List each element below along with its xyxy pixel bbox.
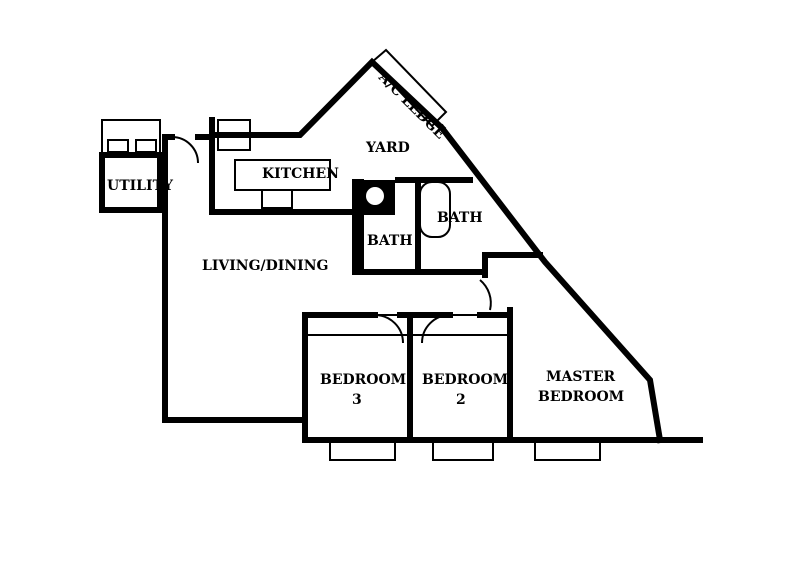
washer-icon bbox=[101, 119, 161, 156]
stove-icon bbox=[261, 189, 293, 209]
ac-ledge bbox=[370, 48, 448, 128]
label-yard: YARD bbox=[365, 140, 410, 156]
label-bath: BATH bbox=[367, 233, 413, 249]
door-swing bbox=[374, 314, 404, 344]
label-master-bedroom: BEDROOM bbox=[538, 389, 624, 405]
label-living-dining: LIVING/DINING bbox=[202, 258, 328, 274]
label-bedroom-3: BEDROOM bbox=[320, 372, 406, 388]
label-master: MASTER bbox=[546, 369, 616, 385]
room-labels: UTILITY KITCHEN YARD A/C LEDGE BATH BATH… bbox=[107, 69, 624, 408]
wardrobe bbox=[409, 314, 511, 336]
window bbox=[534, 439, 601, 461]
sink-icon bbox=[217, 119, 251, 151]
living-walls bbox=[162, 137, 308, 423]
door-swing bbox=[171, 136, 199, 164]
label-bedroom-2: BEDROOM bbox=[422, 372, 508, 388]
walls bbox=[99, 48, 703, 461]
label-bedroom-2-number: 2 bbox=[456, 392, 466, 408]
label-bath: BATH bbox=[437, 210, 483, 226]
label-utility: UTILITY bbox=[107, 178, 174, 194]
door-swing bbox=[479, 279, 492, 311]
window bbox=[329, 439, 396, 461]
window bbox=[432, 439, 494, 461]
label-ac-ledge: A/C LEDGE bbox=[374, 69, 448, 143]
label-kitchen: KITCHEN bbox=[262, 166, 339, 182]
kitchen-walls bbox=[209, 117, 353, 215]
door-swing bbox=[421, 314, 451, 344]
label-bedroom-3-number: 3 bbox=[352, 392, 362, 408]
diagonal-wall bbox=[437, 123, 664, 444]
